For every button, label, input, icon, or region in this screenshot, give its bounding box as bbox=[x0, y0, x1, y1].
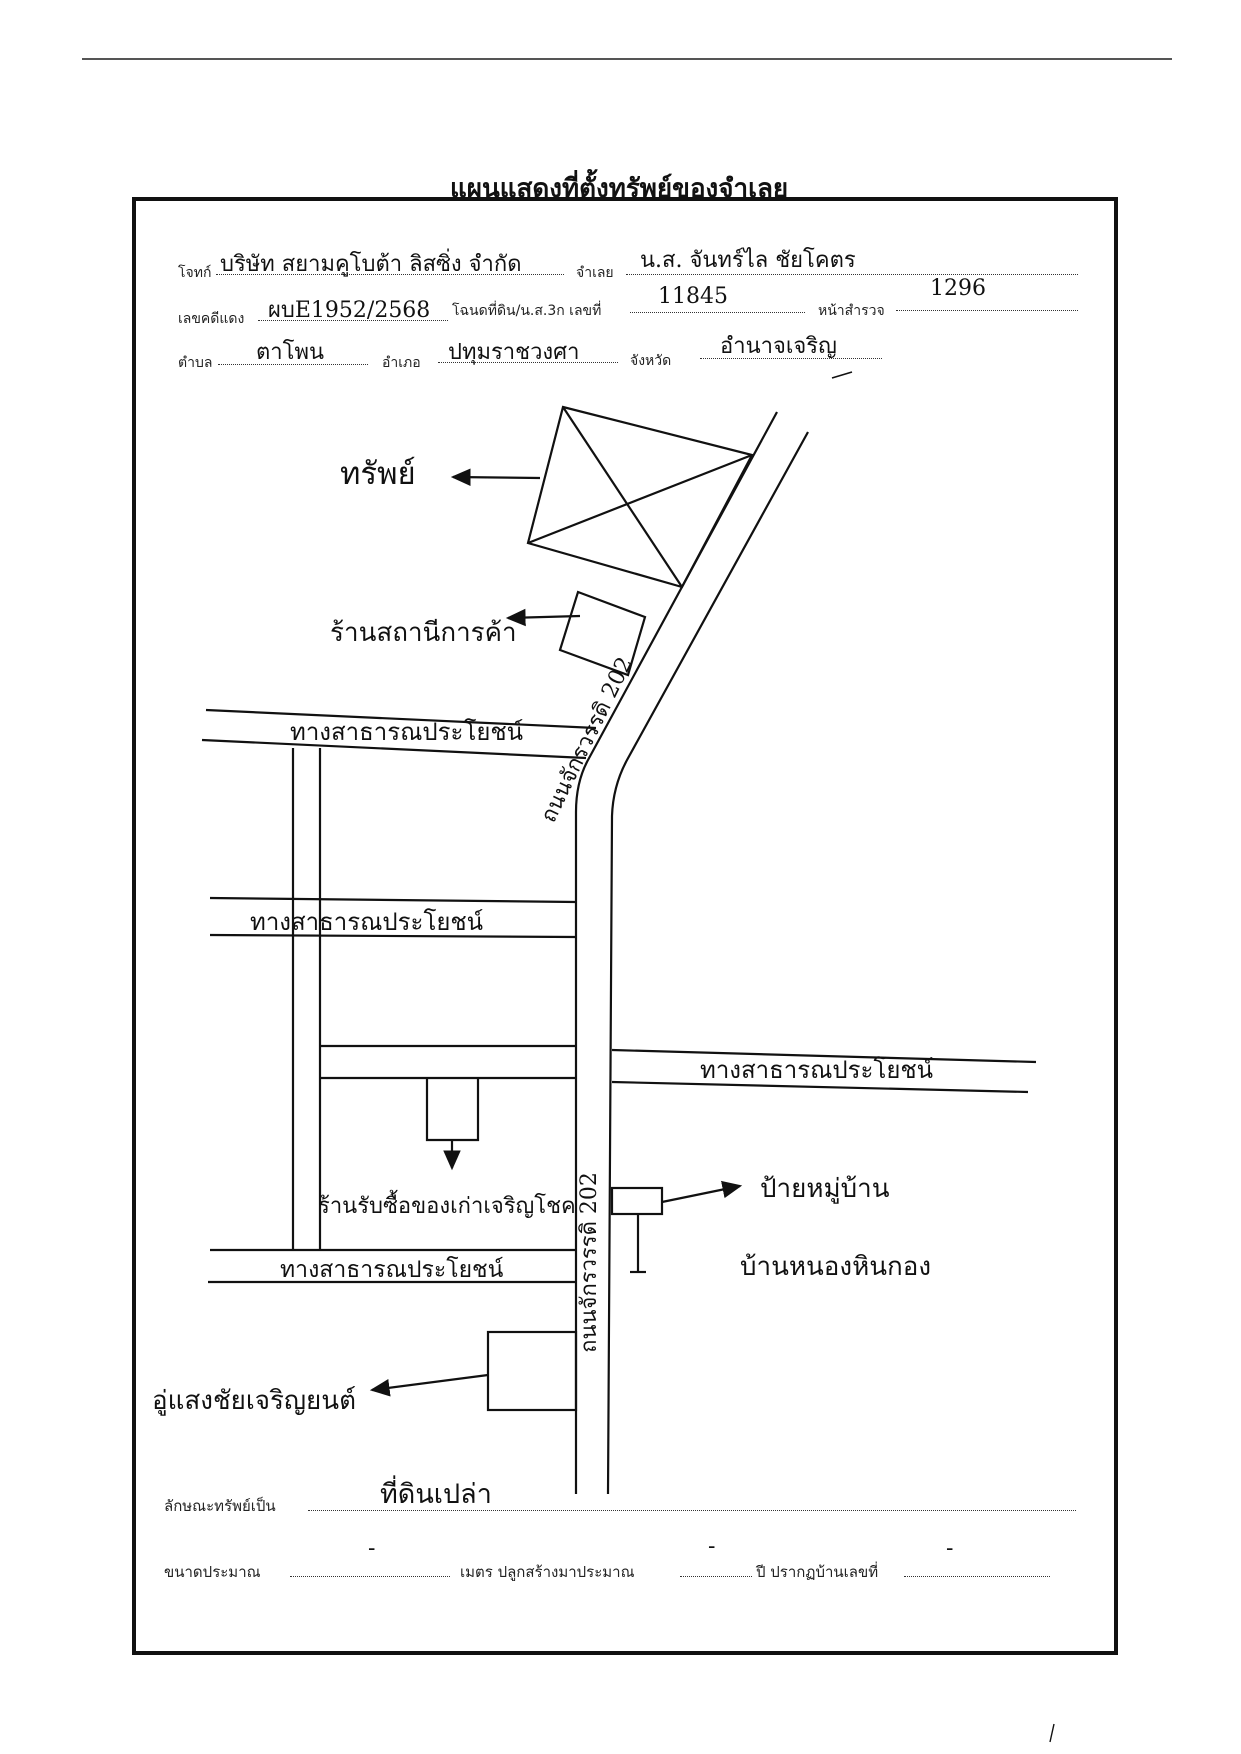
deed-value: 11845 bbox=[658, 284, 728, 309]
public-way-1-label: ทางสาธารณประโยชน์ bbox=[290, 718, 524, 746]
defendant-value: น.ส. จันทร์ไล ชัยโคตร bbox=[640, 248, 856, 273]
plaintiff-value: บริษัท สยามคูโบต้า ลิสซิ่ง จำกัด bbox=[220, 252, 522, 277]
size-line bbox=[290, 1574, 450, 1577]
district-value: ปทุมราชวงศา bbox=[448, 340, 580, 365]
public-way-2-label: ทางสาธารณประโยชน์ bbox=[250, 908, 484, 936]
nature-line bbox=[308, 1508, 1076, 1511]
province-line bbox=[700, 356, 882, 359]
years-line bbox=[680, 1574, 752, 1577]
top-rule bbox=[82, 58, 1172, 60]
province-value: อำนาจเจริญ bbox=[720, 334, 837, 359]
scrap-shop-box bbox=[425, 1078, 480, 1142]
plaintiff-line bbox=[216, 272, 564, 275]
main-road-left-edge bbox=[574, 411, 778, 1494]
road-label-lower: ถนนจักรวรรดิ 202 bbox=[576, 1172, 602, 1353]
meter-label: เมตร ปลูกสร้างมาประมาณ bbox=[460, 1563, 635, 1581]
property-label: ทรัพย์ bbox=[340, 456, 416, 492]
garage-arrow bbox=[369, 1373, 489, 1397]
years-value: - bbox=[708, 1534, 716, 1559]
public-way-2-bottom bbox=[209, 933, 577, 939]
survey-line bbox=[896, 308, 1078, 311]
size-label: ขนาดประมาณ bbox=[164, 1563, 261, 1581]
subdistrict-line bbox=[218, 362, 368, 365]
parcel-diagonal-2 bbox=[527, 453, 753, 545]
main-road-right-edge bbox=[606, 431, 809, 1495]
village-name-label: บ้านหนองหินกอง bbox=[740, 1252, 932, 1282]
deed-label: โฉนดที่ดิน/น.ส.3ก เลขที่ bbox=[452, 303, 602, 319]
survey-label: หน้าสำรวจ bbox=[818, 303, 885, 319]
public-way-2-top bbox=[209, 896, 577, 904]
size-value: - bbox=[368, 1536, 376, 1561]
house-label: ปี ปรากฏบ้านเลขที่ bbox=[756, 1563, 879, 1581]
nature-value: ที่ดินเปล่า bbox=[380, 1479, 492, 1510]
case-label: เลขคดีแดง bbox=[178, 311, 245, 327]
village-sign-box bbox=[610, 1186, 664, 1216]
public-way-4-label: ทางสาธารณประโยชน์ bbox=[280, 1257, 504, 1283]
parcel-diagonal-1 bbox=[562, 406, 683, 588]
house-value: - bbox=[946, 1536, 954, 1561]
garage-box bbox=[486, 1330, 578, 1412]
map-frame bbox=[132, 197, 1118, 1655]
scrap-shop-label: ร้านรับซื้อของเก่าเจริญโชค bbox=[318, 1194, 576, 1219]
plaintiff-label: โจทก์ bbox=[178, 265, 212, 281]
public-way-3-label: ทางสาธารณประโยชน์ bbox=[700, 1056, 934, 1084]
store-arrow bbox=[505, 608, 581, 627]
subdistrict-value: ตาโพน bbox=[256, 340, 324, 365]
case-line bbox=[258, 318, 448, 321]
district-label: อำเภอ bbox=[382, 355, 421, 371]
store-label: ร้านสถานีการค้า bbox=[330, 618, 517, 648]
public-way-3-top bbox=[611, 1048, 1037, 1064]
nature-label: ลักษณะทรัพย์เป็น bbox=[164, 1497, 276, 1515]
store-box bbox=[558, 590, 647, 677]
public-way-1-bottom bbox=[201, 738, 587, 760]
defendant-line bbox=[626, 272, 1078, 275]
garage-label: อู่แสงชัยเจริญยนต์ bbox=[152, 1386, 356, 1416]
defendant-label: จำเลย bbox=[576, 265, 614, 281]
deed-line bbox=[630, 310, 805, 313]
village-sign-arrow bbox=[661, 1180, 743, 1204]
public-way-1-top bbox=[205, 708, 597, 730]
property-arrow bbox=[450, 468, 541, 487]
pen-tick bbox=[1049, 1723, 1055, 1743]
public-way-3-bottom bbox=[611, 1080, 1029, 1094]
survey-value: 1296 bbox=[930, 276, 986, 301]
case-value: ผบE1952/2568 bbox=[268, 298, 431, 323]
pen-tick bbox=[831, 371, 853, 379]
subdistrict-label: ตำบล bbox=[178, 355, 213, 371]
property-parcel bbox=[526, 405, 754, 589]
district-line bbox=[438, 360, 618, 363]
house-line bbox=[904, 1574, 1050, 1577]
village-sign-label: ป้ายหมู่บ้าน bbox=[760, 1174, 890, 1204]
province-label: จังหวัด bbox=[630, 353, 672, 369]
